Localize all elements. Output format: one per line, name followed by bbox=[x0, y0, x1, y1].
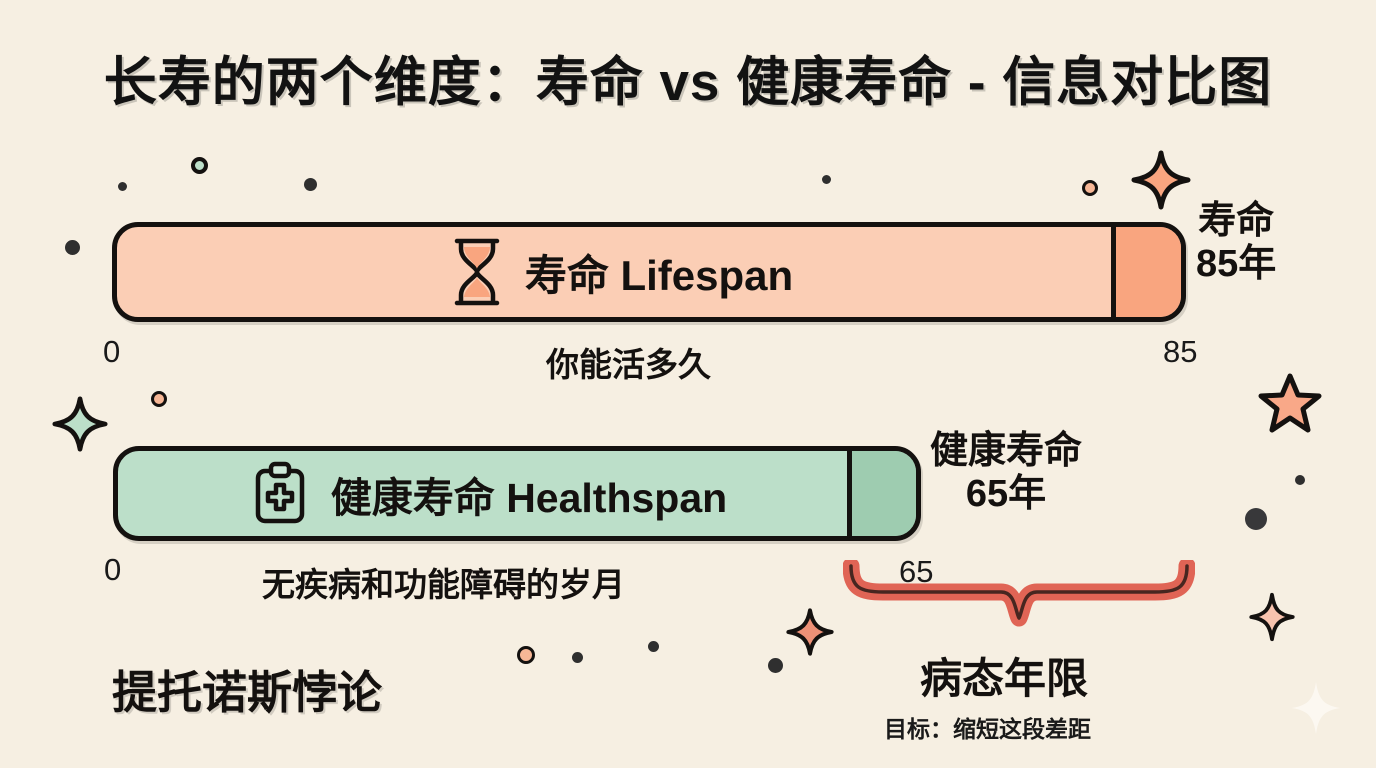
morbidity-brace-icon bbox=[843, 560, 1195, 627]
lifespan-callout-value: 85年 bbox=[1196, 242, 1277, 285]
healthspan-caption: 无疾病和功能障碍的岁月 bbox=[262, 566, 625, 603]
decor-dot-dark bbox=[768, 658, 783, 673]
decor-star-peach bbox=[1258, 373, 1322, 433]
lifespan-caption: 你能活多久 bbox=[546, 346, 711, 383]
decor-sparkle-peach bbox=[1131, 150, 1191, 210]
healthspan-bar: 健康寿命 Healthspan bbox=[113, 446, 921, 541]
healthspan-axis-start: 0 bbox=[104, 552, 122, 587]
lifespan-axis-start: 0 bbox=[103, 334, 121, 369]
lifespan-gap-segment bbox=[1111, 227, 1181, 317]
lifespan-callout-name: 寿命 bbox=[1198, 200, 1275, 242]
decor-sparkle-mint bbox=[52, 396, 108, 452]
decor-sparkle-pink bbox=[1249, 592, 1295, 642]
lifespan-bar-content: 寿命 Lifespan bbox=[117, 237, 1154, 307]
morbidity-title: 病态年限 bbox=[920, 655, 1089, 702]
healthspan-bar-label: 健康寿命 Healthspan bbox=[330, 474, 728, 521]
decor-dot-peach bbox=[151, 391, 167, 407]
healthspan-gap-segment bbox=[847, 451, 916, 536]
healthspan-bar-content: 健康寿命 Healthspan bbox=[118, 461, 888, 527]
decor-dot-mint bbox=[191, 157, 208, 174]
healthspan-axis-end: 65 bbox=[899, 554, 934, 589]
lifespan-bar: 寿命 Lifespan bbox=[112, 222, 1186, 322]
morbidity-subtitle: 目标：缩短这段差距 bbox=[884, 716, 1091, 742]
paradox-label: 提托诺斯悖论 bbox=[112, 667, 383, 718]
healthspan-callout: 健康寿命 65年 bbox=[930, 430, 1082, 515]
lifespan-axis-end: 85 bbox=[1163, 334, 1198, 369]
hourglass-icon bbox=[454, 238, 500, 306]
clipboard-medical-icon bbox=[255, 461, 305, 523]
decor-dot-dark bbox=[1295, 475, 1305, 485]
decor-dot-dark bbox=[65, 240, 80, 255]
decor-dot-dark bbox=[1245, 508, 1267, 530]
decor-dot-dark bbox=[572, 652, 583, 663]
page-title: 长寿的两个维度：寿命 vs 健康寿命 - 信息对比图 bbox=[103, 53, 1273, 112]
decor-sparkle-white bbox=[1291, 682, 1341, 734]
lifespan-bar-label: 寿命 Lifespan bbox=[524, 251, 794, 299]
decor-dot-dark bbox=[822, 175, 831, 184]
decor-dot-peach bbox=[517, 646, 535, 664]
decor-dot-dark bbox=[304, 178, 317, 191]
decor-dot-dark bbox=[648, 641, 659, 652]
healthspan-callout-value: 65年 bbox=[965, 472, 1047, 515]
decor-dot-peach bbox=[1082, 180, 1098, 196]
decor-sparkle-salmon bbox=[786, 608, 834, 656]
healthspan-callout-name: 健康寿命 bbox=[930, 430, 1083, 472]
lifespan-callout: 寿命 85年 bbox=[1196, 200, 1276, 285]
decor-dot-dark bbox=[118, 182, 127, 191]
